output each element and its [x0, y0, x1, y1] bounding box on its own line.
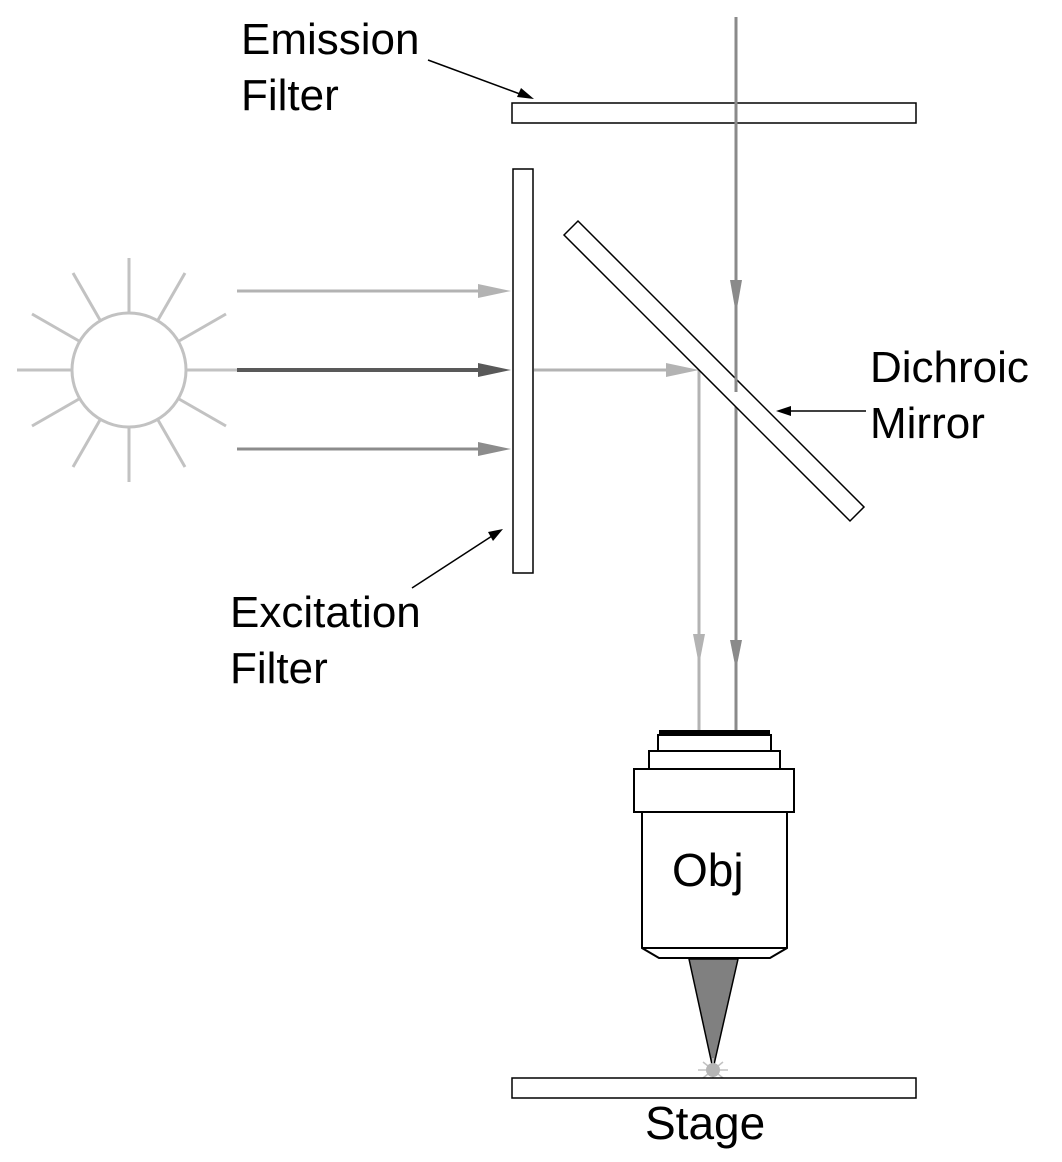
emission-arrowhead-upper	[730, 280, 742, 314]
objective-label: Obj	[672, 844, 744, 896]
stage-label: Stage	[645, 1097, 766, 1149]
emission-arrowhead-lower	[730, 640, 742, 670]
excitation-down-arrowhead	[693, 634, 705, 665]
specimen-spot-icon	[698, 1058, 728, 1079]
dichroic-mirror-label-line2: Mirror	[870, 399, 985, 448]
dichroic-mirror	[562, 219, 866, 523]
incoming-light-rays	[237, 284, 511, 456]
pointer-emission-filter	[427, 59, 534, 99]
arrowhead-top	[478, 284, 511, 298]
dichroic-mirror-label: Dichroic Mirror	[870, 340, 1029, 452]
emission-filter-label-line1: Emission	[241, 15, 420, 64]
light-source-icon	[17, 258, 240, 482]
objective-lens	[633, 730, 795, 959]
excitation-filter-label-line1: Excitation	[230, 588, 421, 637]
arrowhead-middle	[478, 363, 511, 377]
emission-filter-label-line2: Filter	[241, 71, 339, 120]
emission-filter	[511, 102, 917, 124]
emission-filter-label: Emission Filter	[241, 12, 420, 124]
dichroic-mirror-label-line1: Dichroic	[870, 343, 1029, 392]
pointer-excitation-filter	[411, 529, 503, 589]
excitation-filter-label: Excitation Filter	[230, 585, 421, 697]
excitation-filter	[512, 168, 534, 574]
arrowhead-bottom	[478, 442, 511, 456]
excitation-filter-label-line2: Filter	[230, 644, 328, 693]
pointer-dichroic-mirror	[776, 406, 866, 416]
excitation-beam-arrowhead	[666, 363, 699, 377]
stage	[511, 1077, 917, 1099]
focus-cone	[688, 958, 739, 1070]
